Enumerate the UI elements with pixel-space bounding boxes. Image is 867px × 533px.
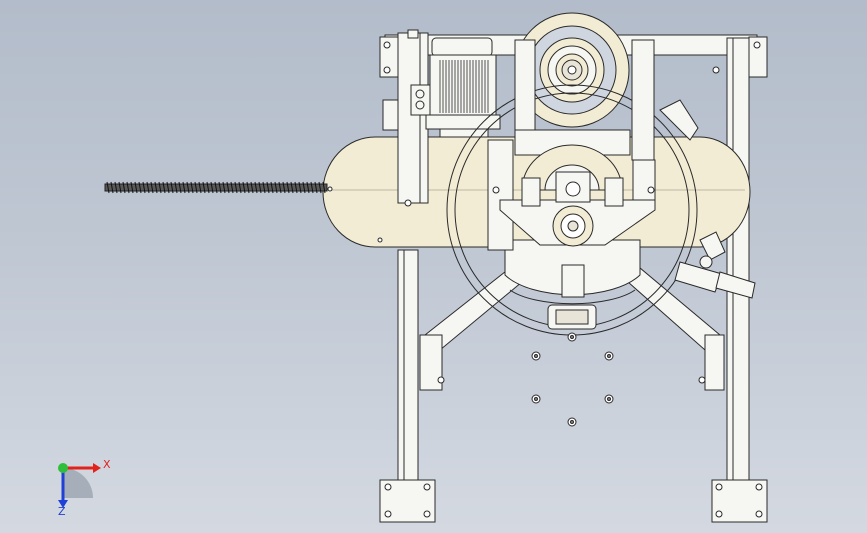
motor-mount-plate bbox=[382, 29, 432, 207]
x-axis-label: X bbox=[103, 458, 111, 471]
axis-triad[interactable] bbox=[58, 463, 101, 508]
side-handle[interactable] bbox=[659, 99, 756, 299]
frame-right-leg bbox=[726, 37, 750, 486]
electric-motor bbox=[425, 37, 501, 138]
z-axis-label: Z bbox=[58, 505, 66, 518]
gearbox-housing bbox=[487, 39, 656, 251]
foot-bolts bbox=[383, 41, 763, 518]
motor-cooling-fins bbox=[439, 60, 489, 113]
frame-left-leg bbox=[397, 249, 419, 486]
mounting-holes bbox=[531, 332, 614, 427]
y-axis-origin bbox=[58, 463, 68, 473]
saw-chain bbox=[104, 181, 328, 194]
handwheel[interactable] bbox=[514, 12, 630, 128]
lower-drum bbox=[504, 239, 641, 330]
